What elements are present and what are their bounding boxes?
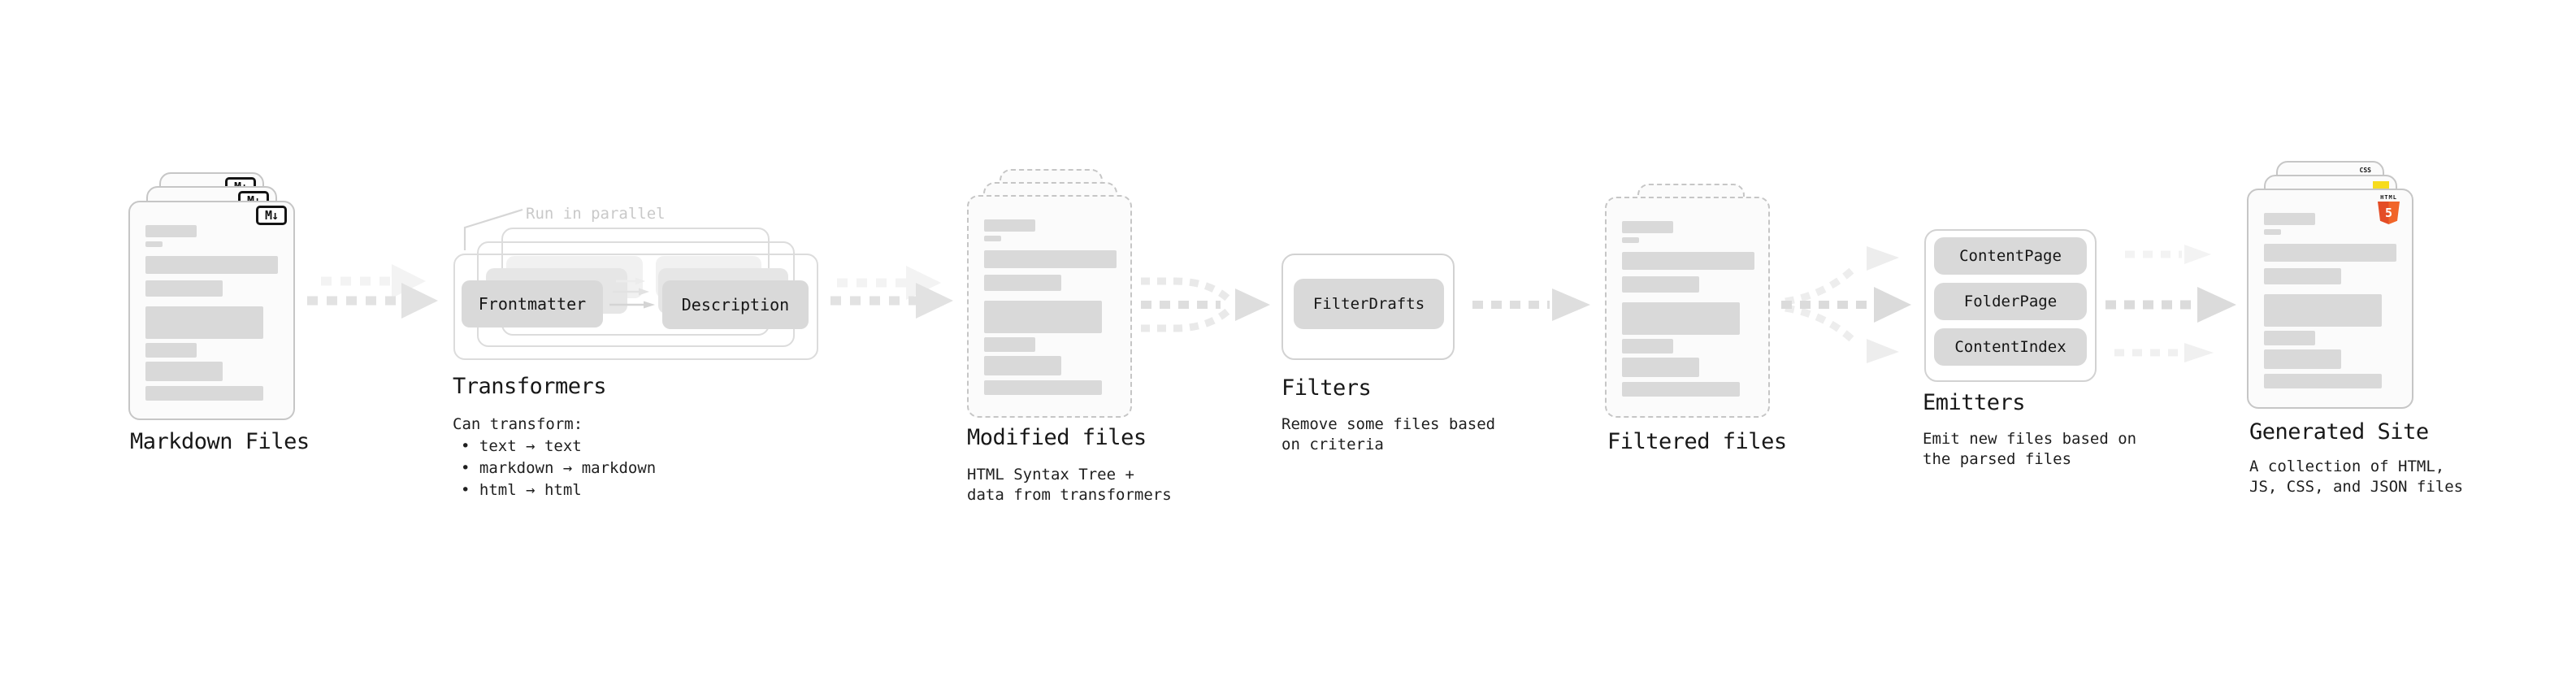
placeholder-text-bar: [145, 386, 263, 401]
placeholder-text-bar: [145, 241, 163, 247]
placeholder-text-bar: [2264, 213, 2315, 225]
transformers-desc-line: Can transform:: [453, 415, 583, 433]
placeholder-text-bar: [1622, 221, 1673, 233]
markdown-icon: M↓: [256, 206, 287, 225]
filtered-file-card-front: [1605, 197, 1770, 418]
filterdrafts-box: FilterDrafts: [1294, 279, 1444, 329]
placeholder-text-bar: [984, 356, 1061, 375]
transformers-desc-line: • markdown → markdown: [461, 459, 657, 477]
arrow-filtered-to-emitters: [1781, 246, 1911, 363]
placeholder-text-bar: [984, 337, 1035, 352]
frontmatter-box: Frontmatter: [462, 280, 603, 327]
placeholder-text-bar: [2264, 374, 2382, 388]
filtered-files-title: Filtered files: [1607, 429, 1787, 454]
filters-desc-line: Remove some files based: [1281, 415, 1496, 433]
placeholder-text-bar: [2264, 244, 2396, 262]
generated-site-description: A collection of HTML, JS, CSS, and JSON …: [2249, 457, 2463, 497]
markdown-files-title: Markdown Files: [130, 429, 310, 454]
placeholder-text-bar: [2264, 268, 2341, 284]
placeholder-text-bar: [145, 256, 278, 274]
description-box: Description: [662, 280, 809, 329]
placeholder-text-bar: [1622, 382, 1740, 397]
placeholder-text-bar: [984, 301, 1102, 333]
html5-icon: HTML 5: [2378, 194, 2400, 224]
transformers-title: Transformers: [453, 374, 607, 399]
placeholder-text-bar: [1622, 339, 1673, 354]
generated-site-desc-line: A collection of HTML,: [2249, 458, 2445, 475]
generated-site-desc-line: JS, CSS, and JSON files: [2249, 478, 2464, 496]
placeholder-text-bar: [984, 236, 1001, 241]
placeholder-text-bar: [984, 219, 1035, 232]
generated-file-card-front: HTML 5: [2247, 189, 2413, 409]
placeholder-text-bar: [1622, 302, 1740, 335]
placeholder-text-bar: [145, 343, 197, 358]
contentpage-box: ContentPage: [1934, 237, 2087, 275]
arrow-filters-to-filtered: [1472, 288, 1590, 321]
filters-description: Remove some files based on criteria: [1281, 414, 1495, 455]
transformers-description: Can transform: • text → text • markdown …: [453, 414, 656, 501]
placeholder-text-bar: [1622, 276, 1699, 293]
placeholder-text-bar: [984, 275, 1061, 291]
arrow-emitters-to-generated: [2105, 245, 2236, 362]
run-in-parallel-pointer: [463, 208, 523, 250]
html5-icon-word: HTML: [2380, 194, 2397, 201]
arrow-modified-to-filters: [1141, 277, 1270, 332]
placeholder-text-bar: [2264, 294, 2382, 327]
modified-files-description: HTML Syntax Tree + data from transformer…: [967, 465, 1172, 505]
placeholder-text-bar: [984, 380, 1102, 395]
parallel-arrows-icon: [609, 277, 655, 309]
markdown-file-card-front: M↓: [128, 201, 295, 420]
emitters-title: Emitters: [1923, 390, 2026, 415]
modified-files-desc-line: data from transformers: [967, 486, 1172, 504]
modified-files-title: Modified files: [967, 425, 1147, 450]
emitters-desc-line: the parsed files: [1923, 450, 2072, 468]
html5-icon-shield: 5: [2378, 202, 2400, 224]
placeholder-text-bar: [145, 225, 197, 237]
placeholder-text-bar: [145, 362, 223, 381]
folderpage-box: FolderPage: [1934, 283, 2087, 320]
placeholder-text-bar: [2264, 349, 2341, 369]
arrow-transformers-to-modified: [830, 266, 953, 319]
contentindex-box: ContentIndex: [1934, 328, 2087, 366]
transformers-desc-line: • text → text: [461, 437, 582, 455]
placeholder-text-bar: [145, 280, 223, 297]
placeholder-text-bar: [1622, 237, 1639, 243]
filters-desc-line: on criteria: [1281, 436, 1384, 453]
placeholder-text-bar: [2264, 331, 2315, 345]
run-in-parallel-label: Run in parallel: [526, 205, 666, 223]
modified-file-card-front: [967, 195, 1132, 418]
placeholder-text-bar: [1622, 358, 1699, 377]
filters-title: Filters: [1281, 375, 1372, 401]
arrow-markdown-to-transformers: [307, 264, 438, 319]
placeholder-text-bar: [1622, 252, 1754, 270]
emitters-desc-line: Emit new files based on: [1923, 430, 2137, 448]
placeholder-text-bar: [145, 306, 263, 339]
placeholder-text-bar: [984, 250, 1117, 268]
emitters-description: Emit new files based on the parsed files: [1923, 429, 2136, 470]
transformers-frame-front: [453, 254, 818, 360]
transformers-desc-line: • html → html: [461, 481, 582, 499]
modified-files-desc-line: HTML Syntax Tree +: [967, 466, 1134, 484]
placeholder-text-bar: [2264, 229, 2281, 235]
generated-site-title: Generated Site: [2249, 419, 2429, 445]
